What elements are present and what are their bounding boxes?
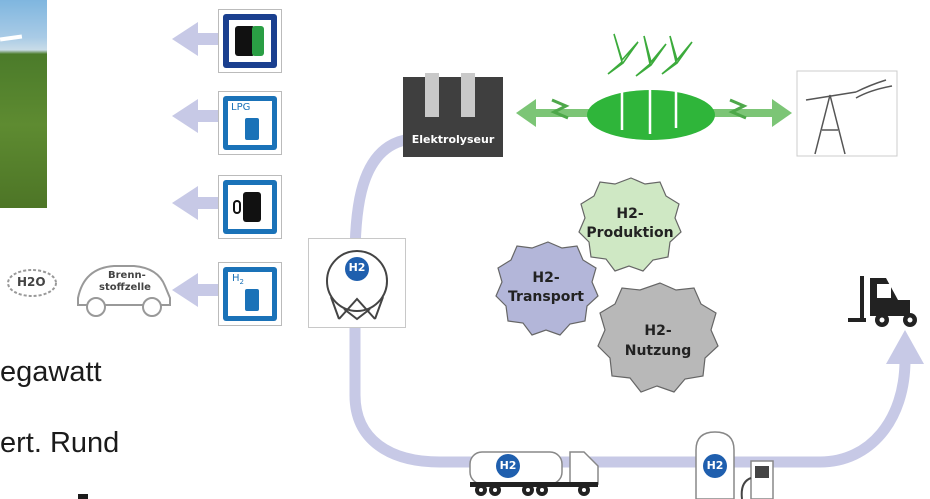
body-text-line1: egawatt <box>0 356 102 388</box>
electrolyser-label: Elektrolyseur <box>411 133 495 146</box>
tank-h2-badge: H2 <box>348 261 366 274</box>
wind-farm-icon <box>587 33 715 140</box>
left-arrows <box>172 22 220 307</box>
power-pylon-icon <box>796 70 898 157</box>
fuel-sign-lpg: LPG <box>218 91 282 155</box>
gear-h2-produktion <box>578 177 682 272</box>
gear-h2-nutzung <box>597 282 719 393</box>
h2-sign-subscript: 2 <box>239 278 244 286</box>
fuel-sign-hydrogen: H2 <box>218 262 282 326</box>
fuel-pump-icon <box>243 192 261 222</box>
flow-arrowhead <box>886 330 924 364</box>
fuel-pump-icon <box>245 118 259 140</box>
car-exhaust-label: H2O <box>17 275 46 289</box>
body-text-line3-fragment <box>78 494 88 499</box>
fuel-sign-conventional <box>218 9 282 73</box>
h2-storage-tank: H2 <box>308 238 406 328</box>
lpg-label: LPG <box>231 102 251 113</box>
h2-truck-icon <box>469 451 599 496</box>
fuel-cell-car-icon <box>7 265 171 317</box>
forklift-icon <box>848 276 917 327</box>
body-text-line2: ert. Rund <box>0 427 120 459</box>
car-label-line2: stoffzelle <box>99 282 151 293</box>
h2-sign-label: H <box>232 273 240 284</box>
gear-h2-transport <box>495 241 599 336</box>
h2-station-icon <box>695 431 774 499</box>
truck-h2-badge: H2 <box>499 459 517 472</box>
charging-plug-icon <box>233 200 241 214</box>
h2-flow-path <box>349 134 911 468</box>
fuel-pump-icon <box>245 289 259 311</box>
fuel-sign-electric <box>218 175 282 239</box>
electrolyser-icon: Elektrolyseur <box>403 73 503 157</box>
station-h2-badge: H2 <box>706 459 724 472</box>
car-label-line1: Brenn- <box>108 270 146 281</box>
landscape-photo <box>0 0 47 208</box>
fuel-pump-icon <box>235 26 255 56</box>
